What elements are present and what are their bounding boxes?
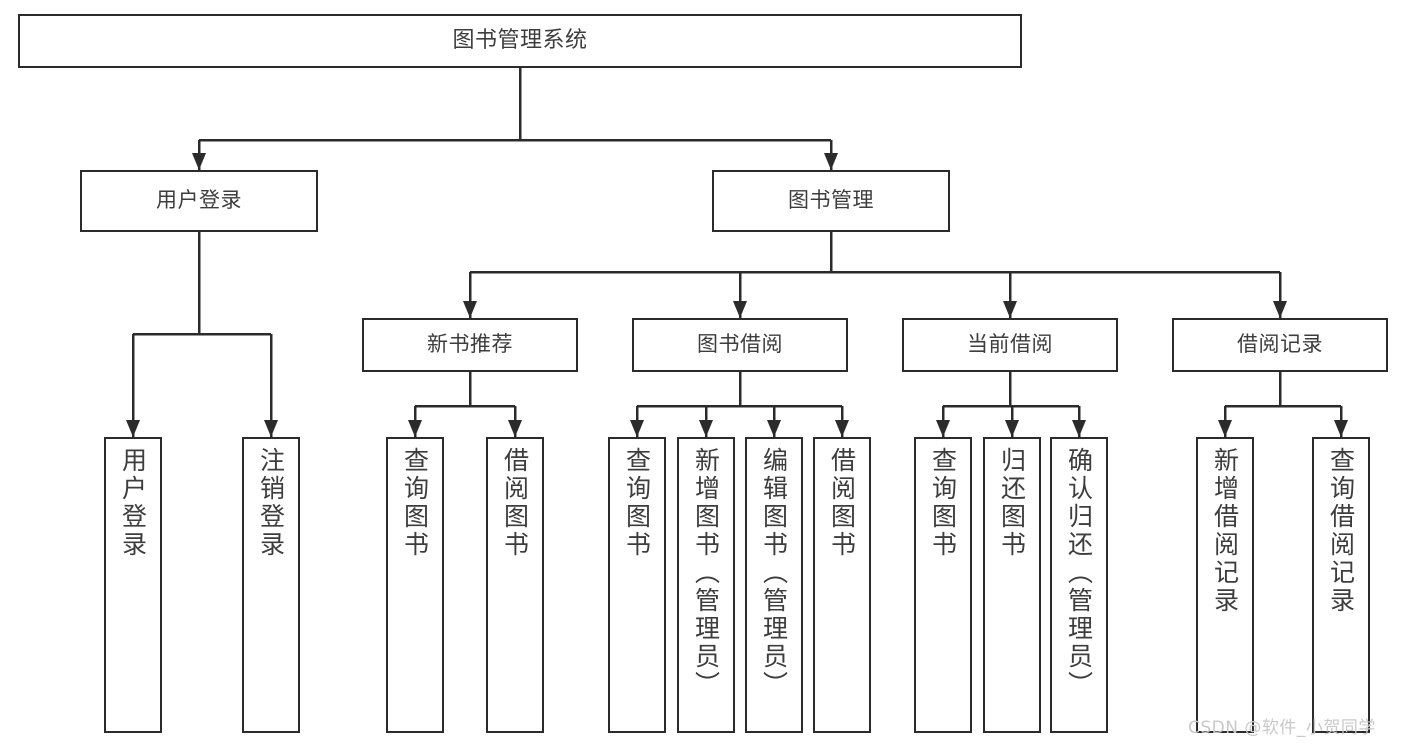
node-leaf-bk-edit: 编辑图书（管理员） <box>745 437 803 733</box>
csdn-watermark: CSDN @软件_小贺同学 <box>1188 718 1376 738</box>
node-root: 图书管理系统 <box>18 14 1022 68</box>
node-label: 用户登录 <box>156 188 242 213</box>
node-label: 借阅图书 <box>500 447 530 559</box>
edge-arrowhead <box>936 420 950 437</box>
node-label: 图书管理 <box>788 188 874 213</box>
node-label: 新书推荐 <box>427 332 513 357</box>
node-leaf-bk-add: 新增图书（管理员） <box>677 437 735 733</box>
node-l2-user-login: 用户登录 <box>80 170 318 232</box>
node-label: 用户登录 <box>118 447 148 559</box>
edge-arrowhead <box>508 420 522 437</box>
node-label: 查询借阅记录 <box>1326 447 1356 615</box>
edge-arrowhead <box>1005 420 1019 437</box>
edge-arrowhead <box>630 420 644 437</box>
node-leaf-user-login: 用户登录 <box>104 437 162 733</box>
node-leaf-logout: 注销登录 <box>242 437 300 733</box>
edge-arrowhead <box>767 420 781 437</box>
node-label: 当前借阅 <box>967 332 1053 357</box>
node-leaf-cur-query: 查询图书 <box>914 437 972 733</box>
node-l2-book-manage: 图书管理 <box>712 170 950 232</box>
node-leaf-bk-borrow: 借阅图书 <box>813 437 871 733</box>
node-label: 注销登录 <box>256 447 286 559</box>
node-leaf-bk-query: 查询图书 <box>608 437 666 733</box>
node-label: 归还图书 <box>997 447 1027 559</box>
node-label: 借阅图书 <box>827 447 857 559</box>
node-label: 新增借阅记录 <box>1210 447 1240 615</box>
edge-arrowhead <box>1072 420 1086 437</box>
node-label: 确认归还（管理员） <box>1064 447 1094 699</box>
node-label: 图书管理系统 <box>452 27 588 53</box>
node-label: 图书借阅 <box>697 332 783 357</box>
edge-arrowhead <box>463 301 477 318</box>
edge-arrowhead <box>264 420 278 437</box>
node-label: 借阅记录 <box>1237 332 1323 357</box>
node-leaf-cur-confirm: 确认归还（管理员） <box>1050 437 1108 733</box>
edge-arrowhead <box>126 420 140 437</box>
edge-arrowhead <box>699 420 713 437</box>
node-l3-record: 借阅记录 <box>1172 318 1388 372</box>
node-label: 新增图书（管理员） <box>691 447 721 699</box>
edge-arrowhead <box>1273 301 1287 318</box>
node-l3-new-book: 新书推荐 <box>362 318 578 372</box>
edge-arrowhead <box>1218 420 1232 437</box>
edge-arrowhead <box>1003 301 1017 318</box>
edge-arrowhead <box>408 420 422 437</box>
edge-arrowhead <box>1334 420 1348 437</box>
edge-arrowhead <box>192 153 206 170</box>
node-leaf-cur-return: 归还图书 <box>983 437 1041 733</box>
node-leaf-rec-query: 查询借阅记录 <box>1312 437 1370 733</box>
node-l3-borrow: 图书借阅 <box>632 318 848 372</box>
edge-arrowhead <box>824 153 838 170</box>
node-label: 查询图书 <box>400 447 430 559</box>
node-l3-current: 当前借阅 <box>902 318 1118 372</box>
node-label: 查询图书 <box>928 447 958 559</box>
node-leaf-rec-add: 新增借阅记录 <box>1196 437 1254 733</box>
edge-arrowhead <box>733 301 747 318</box>
edge-arrowhead <box>835 420 849 437</box>
node-label: 查询图书 <box>622 447 652 559</box>
node-leaf-nb-borrow: 借阅图书 <box>486 437 544 733</box>
node-leaf-nb-query: 查询图书 <box>386 437 444 733</box>
node-label: 编辑图书（管理员） <box>759 447 789 699</box>
